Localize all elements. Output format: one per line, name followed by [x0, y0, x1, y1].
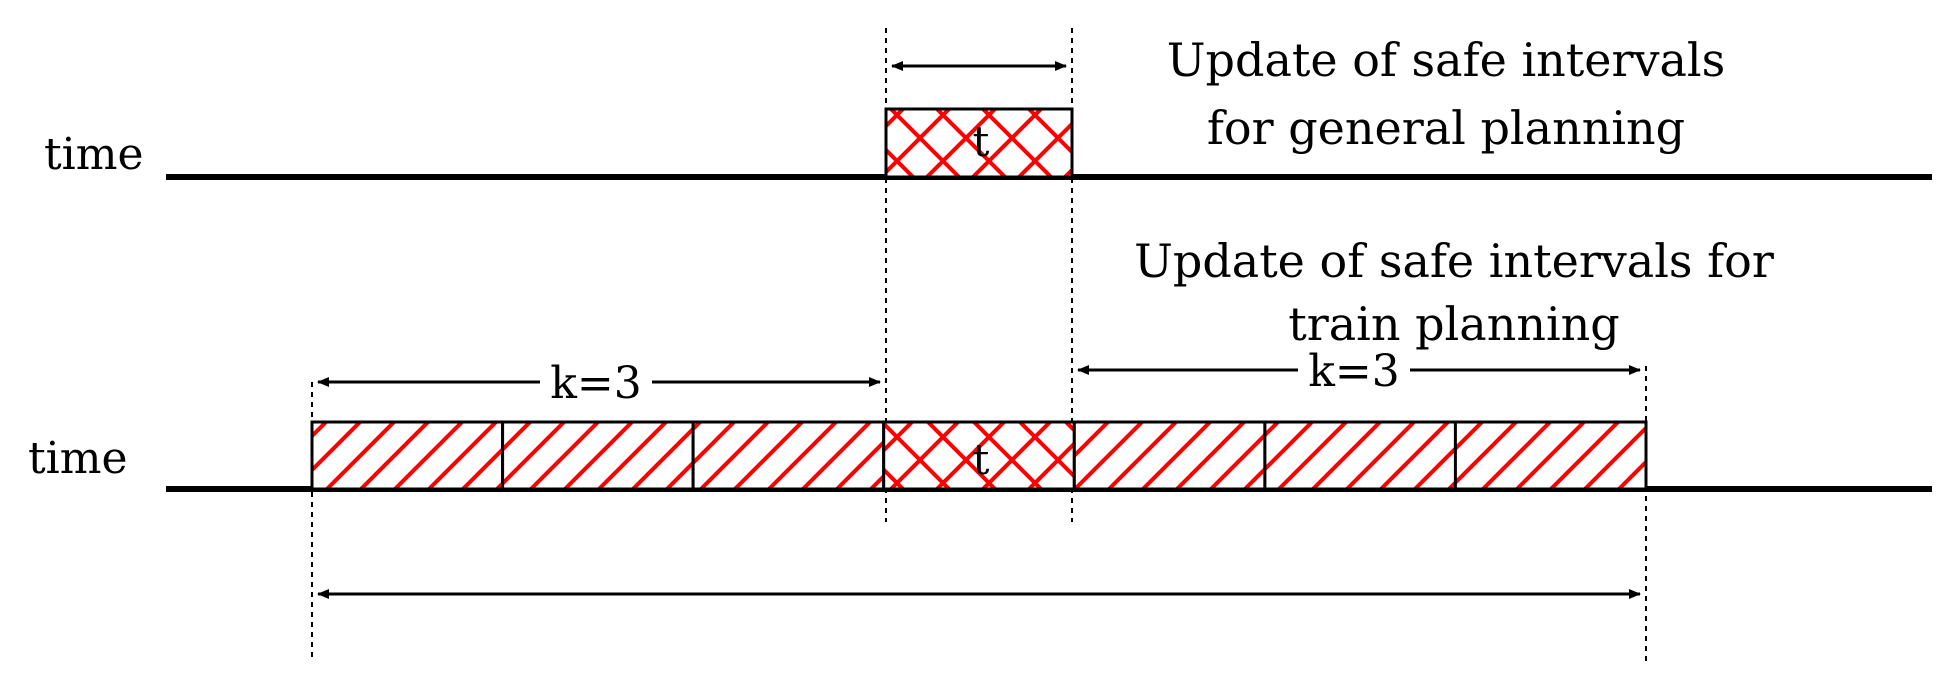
interval-block-current [882, 420, 1076, 491]
general-planning-title-line1: Update of safe intervals [1167, 33, 1725, 87]
general-planning-title-line2: for general planning [1207, 101, 1685, 155]
bottom-axis-label: time [28, 433, 128, 484]
interval-block-past [501, 420, 695, 491]
k-right-label-bg [1298, 346, 1410, 392]
train-planning-title-line2: train planning [1288, 297, 1619, 351]
k-left-label-bg [540, 358, 652, 404]
top-current-interval-block [884, 107, 1074, 179]
bottom-interval-label: t [973, 435, 990, 484]
interval-block-future [1263, 420, 1458, 491]
interval-block-past [310, 420, 505, 491]
k-left-label: k=3 [550, 358, 642, 409]
top-axis-label: time [44, 129, 144, 180]
k-right-label: k=3 [1308, 346, 1400, 397]
train-planning-title-line1: Update of safe intervals for [1134, 234, 1774, 288]
interval-block-future [1453, 420, 1648, 491]
top-interval-label: t [973, 117, 990, 166]
interval-block-future [1072, 420, 1267, 491]
train-planning-blocks [310, 420, 1648, 491]
interval-block-past [691, 420, 886, 491]
